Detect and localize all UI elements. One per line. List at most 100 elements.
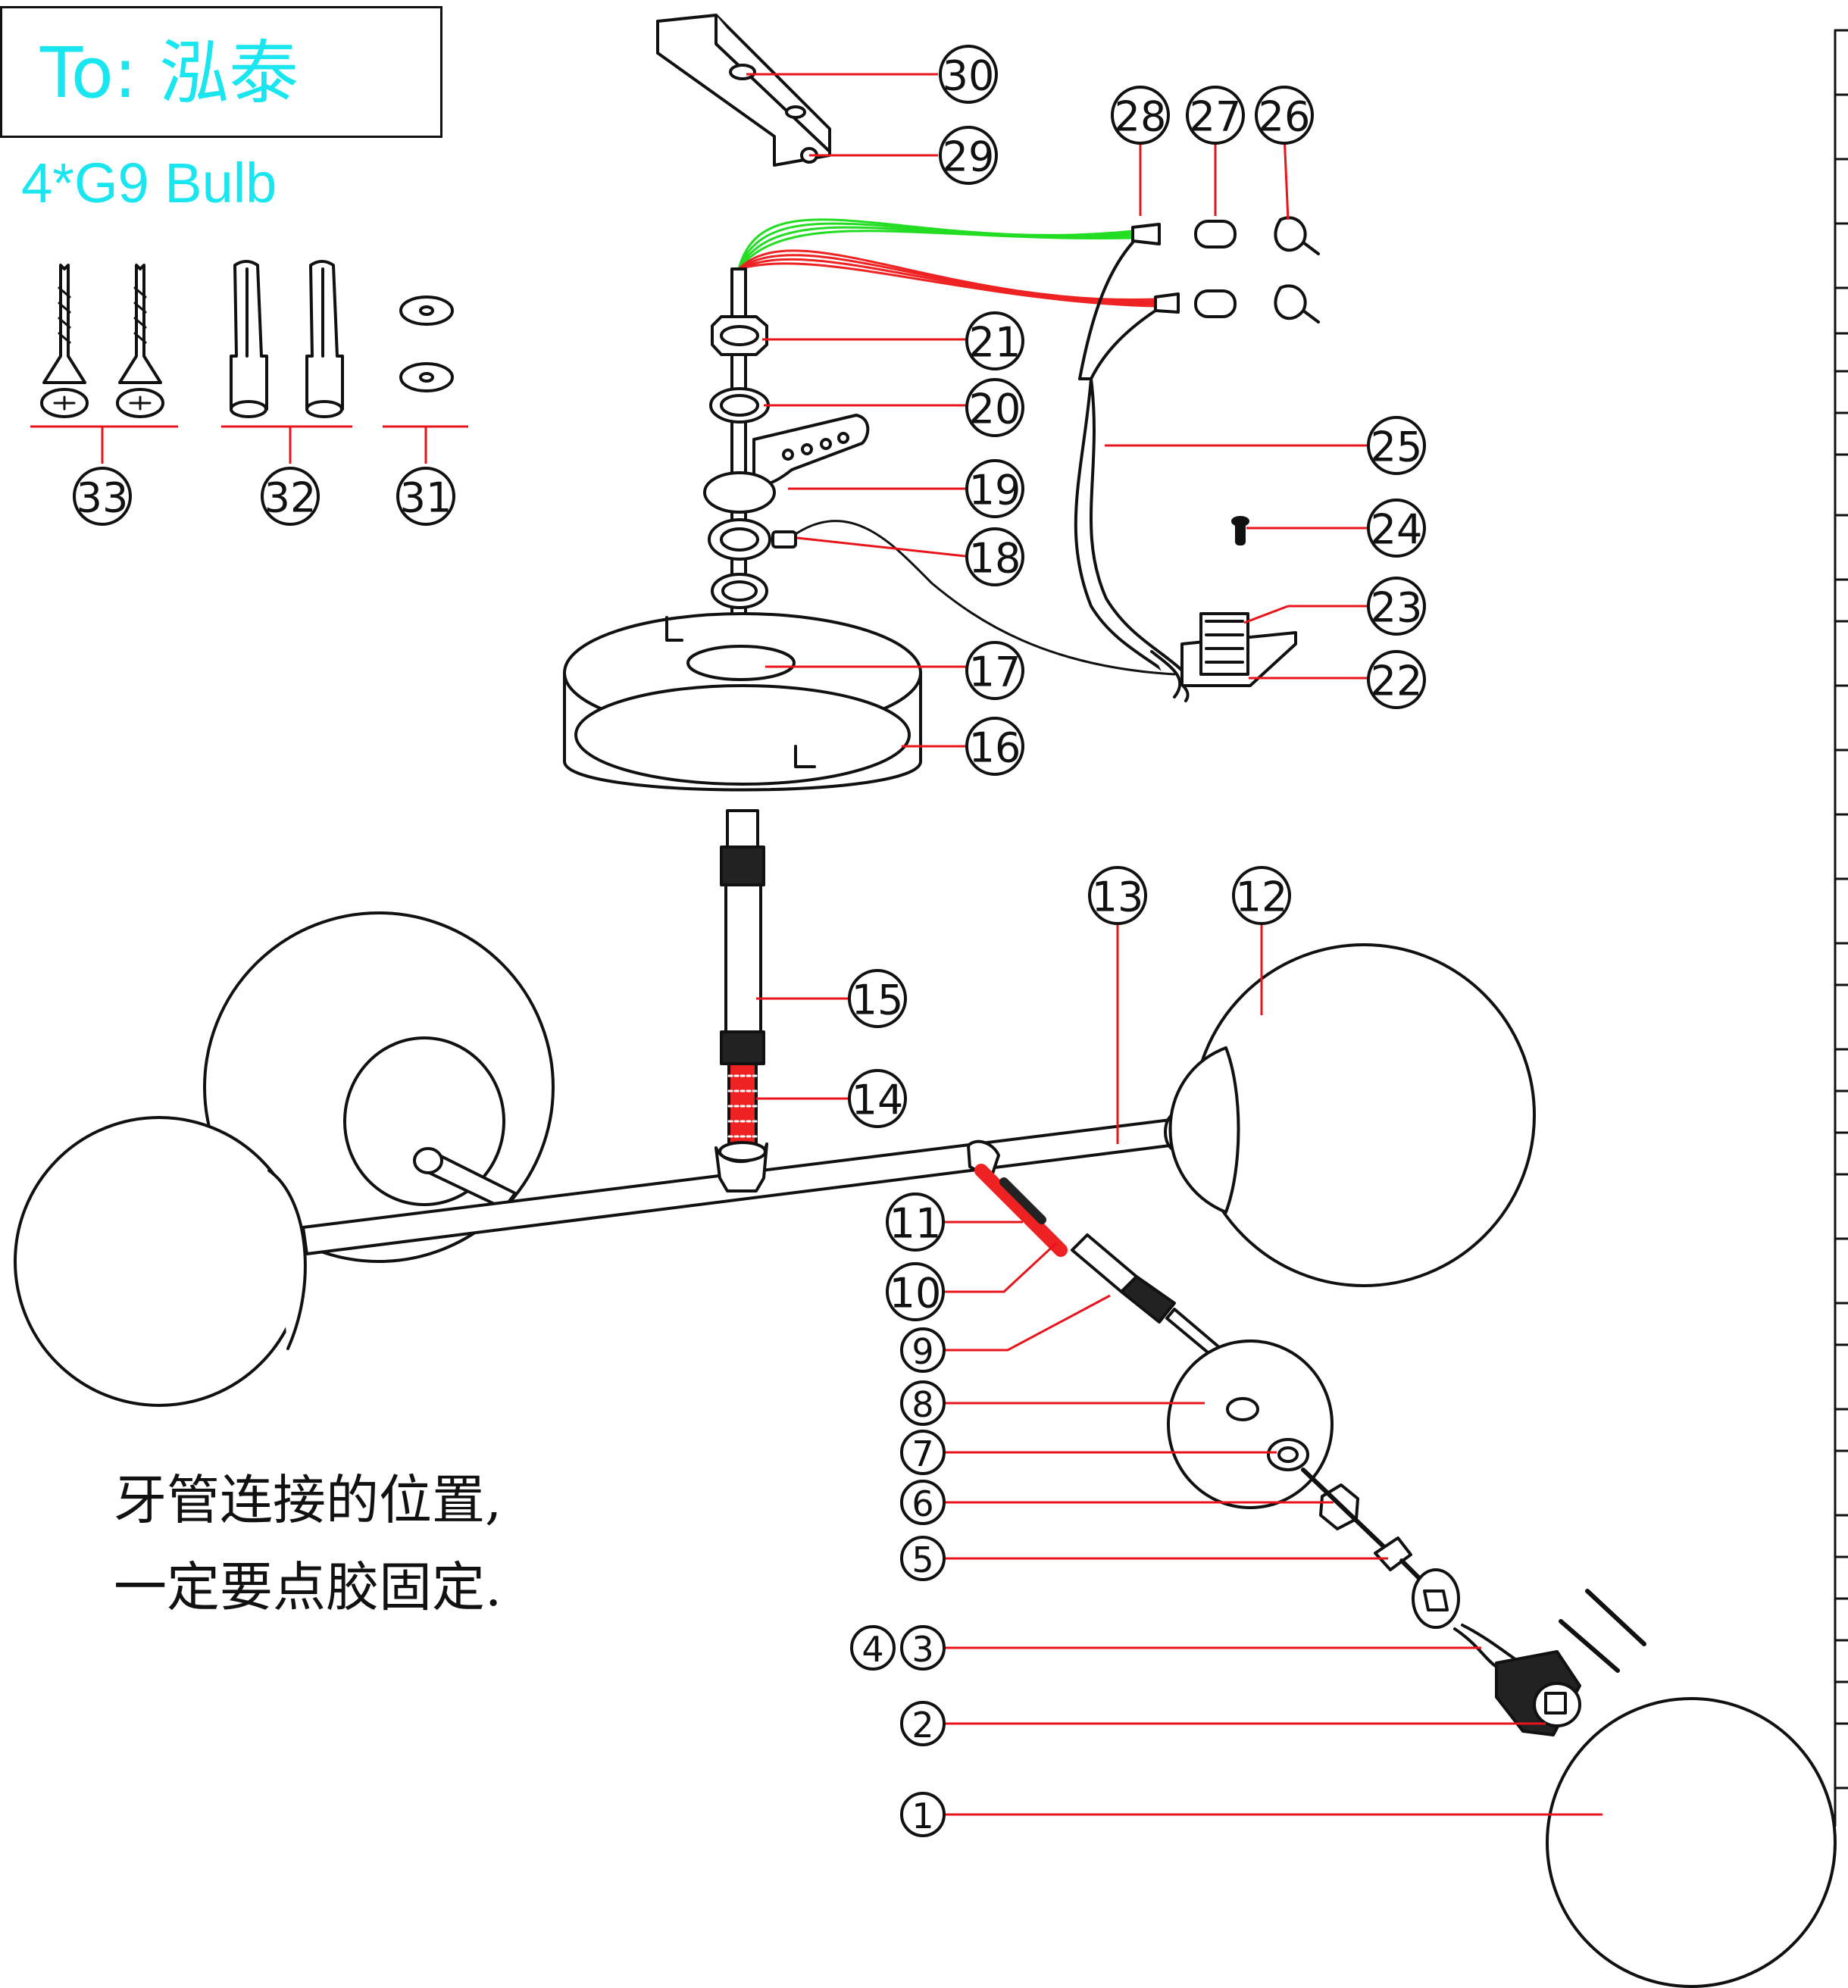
glass-globe bbox=[14, 1116, 307, 1407]
callout-number: 3 bbox=[911, 1629, 933, 1670]
glue-note-line2: 一定要点胶固定. bbox=[114, 1556, 502, 1618]
callout-number: 28 bbox=[1115, 93, 1167, 141]
callout-33: 33 bbox=[73, 467, 132, 526]
callout-15: 15 bbox=[848, 969, 907, 1028]
callout-number: 15 bbox=[852, 977, 904, 1024]
callout-number: 33 bbox=[77, 474, 129, 522]
callout-circle bbox=[1367, 650, 1426, 709]
callout-12: 12 bbox=[1232, 866, 1291, 925]
wood-screw bbox=[40, 264, 164, 418]
callout-circle bbox=[1186, 86, 1245, 145]
callout-number: 30 bbox=[943, 52, 995, 100]
callout-circle bbox=[396, 467, 455, 526]
callout-27: 27 bbox=[1186, 86, 1245, 145]
recipient-box: To: 泓泰 bbox=[0, 6, 442, 138]
callout-30: 30 bbox=[939, 45, 998, 104]
callout-11: 11 bbox=[886, 1192, 945, 1252]
callout-number: 5 bbox=[911, 1539, 933, 1580]
page-edge-rule bbox=[1834, 29, 1848, 1827]
callout-circle bbox=[1367, 577, 1426, 636]
callout-circle bbox=[848, 969, 907, 1028]
glue-note-line1: 牙管连接的位置, bbox=[114, 1469, 502, 1531]
terminal-block bbox=[1150, 612, 1297, 702]
power-cord bbox=[1074, 241, 1184, 683]
callout-number: 18 bbox=[969, 535, 1021, 583]
callout-circle bbox=[900, 1701, 946, 1746]
callout-5: 5 bbox=[900, 1536, 946, 1581]
callout-number: 25 bbox=[1371, 424, 1423, 471]
callout-circle bbox=[900, 1380, 946, 1426]
callout-number: 14 bbox=[852, 1077, 904, 1124]
callout-number: 27 bbox=[1190, 93, 1242, 141]
callout-23: 23 bbox=[1367, 577, 1426, 636]
small-screw bbox=[1231, 516, 1249, 545]
callout-number: 9 bbox=[911, 1331, 933, 1372]
callout-badges: 1234567891011121314151617181920212223242… bbox=[73, 45, 1426, 1837]
callout-number: 26 bbox=[1259, 93, 1311, 141]
callout-circle bbox=[886, 1262, 945, 1321]
callout-number: 16 bbox=[969, 724, 1021, 772]
callout-circle bbox=[1088, 866, 1147, 925]
callout-circle bbox=[900, 1625, 946, 1671]
callout-number: 1 bbox=[911, 1796, 933, 1836]
callout-number: 7 bbox=[911, 1433, 933, 1474]
callout-circle bbox=[900, 1536, 946, 1581]
callout-29: 29 bbox=[939, 126, 998, 185]
callout-circle bbox=[73, 467, 132, 526]
callout-circle bbox=[886, 1192, 945, 1252]
callout-circle bbox=[848, 1069, 907, 1128]
callout-circle bbox=[900, 1480, 946, 1525]
hex-nut bbox=[711, 315, 768, 356]
lead-wires bbox=[737, 218, 1157, 308]
callout-circle bbox=[965, 641, 1024, 700]
bulb-spec-label: 4*G9 Bulb bbox=[21, 152, 277, 214]
callout-number: 31 bbox=[400, 474, 452, 522]
canopy bbox=[563, 612, 922, 792]
callout-circle bbox=[900, 1430, 946, 1475]
glass-globe bbox=[1168, 943, 1536, 1287]
ground-washer bbox=[708, 518, 797, 561]
callout-circle bbox=[1367, 416, 1426, 475]
wire-terminal bbox=[1131, 216, 1320, 324]
callout-circle bbox=[1111, 86, 1170, 145]
callout-26: 26 bbox=[1255, 86, 1314, 145]
callout-1: 1 bbox=[900, 1792, 946, 1837]
callout-number: 13 bbox=[1092, 874, 1144, 921]
callout-6: 6 bbox=[900, 1480, 946, 1525]
callout-number: 24 bbox=[1371, 506, 1423, 554]
glass-globe bbox=[1546, 1697, 1837, 1988]
callout-number: 22 bbox=[1371, 658, 1423, 705]
callout-circle bbox=[965, 311, 1024, 370]
branch-nipple bbox=[974, 1164, 1068, 1257]
callout-number: 8 bbox=[911, 1384, 933, 1425]
callout-circle bbox=[965, 378, 1024, 437]
callout-13: 13 bbox=[1088, 866, 1147, 925]
callout-8: 8 bbox=[900, 1380, 946, 1426]
threaded-nipple bbox=[727, 1062, 758, 1156]
callout-24: 24 bbox=[1367, 499, 1426, 558]
callout-4: 4 bbox=[850, 1625, 896, 1671]
callout-14: 14 bbox=[848, 1069, 907, 1128]
ground-wire bbox=[786, 520, 1176, 676]
mounting-bracket bbox=[656, 14, 831, 167]
callout-circle bbox=[1232, 866, 1291, 925]
bulb-pins bbox=[1559, 1589, 1646, 1673]
callout-25: 25 bbox=[1367, 416, 1426, 475]
callout-number: 21 bbox=[969, 319, 1021, 367]
callout-circle bbox=[900, 1792, 946, 1837]
callout-9: 9 bbox=[900, 1327, 946, 1373]
callout-circle bbox=[965, 459, 1024, 518]
callout-18: 18 bbox=[965, 527, 1024, 586]
callout-number: 20 bbox=[969, 386, 1021, 433]
callout-10: 10 bbox=[886, 1262, 945, 1321]
callout-circle bbox=[965, 527, 1024, 586]
callout-28: 28 bbox=[1111, 86, 1170, 145]
lamp-socket bbox=[1412, 1568, 1517, 1668]
leader-lines bbox=[30, 73, 1603, 1816]
g9-lampholder bbox=[1495, 1650, 1581, 1736]
callout-2: 2 bbox=[900, 1701, 946, 1746]
washer bbox=[711, 573, 768, 609]
callout-number: 32 bbox=[264, 474, 317, 522]
small-washer bbox=[399, 295, 454, 392]
